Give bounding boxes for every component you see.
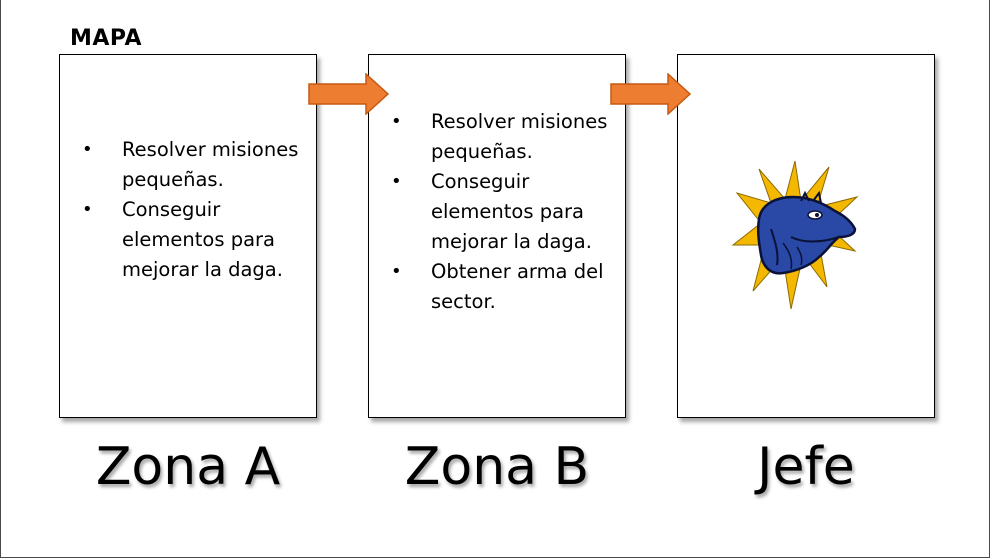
boss-label: Jefe <box>757 437 855 497</box>
bullet-item: Conseguir elementos para mejorar la daga… <box>82 195 302 285</box>
right-arrow-icon <box>610 73 692 115</box>
bullet-item: Obtener arma del sector. <box>391 257 616 317</box>
bullet-item: Conseguir elementos para mejorar la daga… <box>391 167 616 257</box>
boss-panel <box>677 54 935 418</box>
boss-creature-icon <box>731 160 859 310</box>
right-arrow-icon <box>308 73 390 115</box>
zone-a-bullet-list: Resolver misiones pequeñas. Conseguir el… <box>82 135 302 285</box>
zone-b-bullet-list: Resolver misiones pequeñas. Conseguir el… <box>391 107 616 317</box>
bullet-item: Resolver misiones pequeñas. <box>391 107 616 167</box>
slide-title: MAPA <box>70 26 143 51</box>
bullet-item: Resolver misiones pequeñas. <box>82 135 302 195</box>
zone-b-label: Zona B <box>404 437 590 497</box>
zone-a-label: Zona A <box>95 437 281 497</box>
zone-b-panel: Resolver misiones pequeñas. Conseguir el… <box>368 54 626 418</box>
zone-a-panel: Resolver misiones pequeñas. Conseguir el… <box>59 54 317 418</box>
